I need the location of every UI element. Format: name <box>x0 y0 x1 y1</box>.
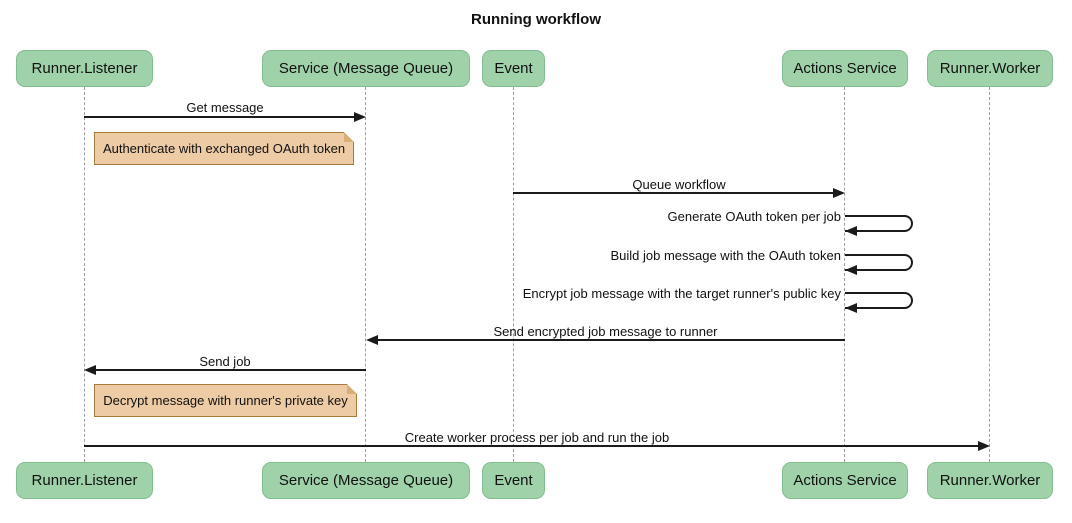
message-label-send-job: Send job <box>199 354 251 369</box>
note-authenticate: Authenticate with exchanged OAuth token <box>94 132 354 165</box>
message-label-queue-workflow: Queue workflow <box>632 177 726 192</box>
arrowhead-left-icon <box>845 226 857 236</box>
arrowhead-left-icon <box>845 303 857 313</box>
lifeline-actions-service <box>844 87 845 462</box>
lifeline-runner-worker <box>989 87 990 462</box>
message-label-encrypt-job-message: Encrypt job message with the target runn… <box>522 286 841 301</box>
message-line-send-encrypted-job <box>378 339 845 341</box>
arrowhead-right-icon <box>354 112 366 122</box>
actor-bottom-runner-listener: Runner.Listener <box>16 462 153 499</box>
lifeline-event <box>513 87 514 462</box>
message-line-create-worker <box>84 445 980 447</box>
note-fold-icon <box>344 132 354 142</box>
lifeline-service-message-queue <box>365 87 366 462</box>
message-label-send-encrypted-job: Send encrypted job message to runner <box>493 324 718 339</box>
arrowhead-left-icon <box>366 335 378 345</box>
lifeline-runner-listener <box>84 87 85 462</box>
self-message-loop <box>845 254 913 271</box>
message-line-send-job <box>96 369 366 371</box>
note-authenticate-label: Authenticate with exchanged OAuth token <box>102 141 346 156</box>
note-fold-icon <box>347 384 357 394</box>
message-line-get-message <box>84 116 356 118</box>
actor-top-event: Event <box>482 50 545 87</box>
actor-bottom-actions-service: Actions Service <box>782 462 908 499</box>
message-label-generate-oauth-token: Generate OAuth token per job <box>667 209 841 224</box>
arrowhead-left-icon <box>845 265 857 275</box>
self-message-loop <box>845 292 913 309</box>
arrowhead-right-icon <box>833 188 845 198</box>
actor-top-runner-listener: Runner.Listener <box>16 50 153 87</box>
message-label-build-job-message: Build job message with the OAuth token <box>610 248 841 263</box>
arrowhead-left-icon <box>84 365 96 375</box>
actor-bottom-runner-worker: Runner.Worker <box>927 462 1053 499</box>
self-message-loop <box>845 215 913 232</box>
diagram-title: Running workflow <box>471 11 601 28</box>
note-decrypt: Decrypt message with runner's private ke… <box>94 384 357 417</box>
message-line-queue-workflow <box>513 192 835 194</box>
actor-top-actions-service: Actions Service <box>782 50 908 87</box>
actor-bottom-service-message-queue: Service (Message Queue) <box>262 462 470 499</box>
message-label-create-worker: Create worker process per job and run th… <box>404 430 670 445</box>
actor-top-service-message-queue: Service (Message Queue) <box>262 50 470 87</box>
note-decrypt-label: Decrypt message with runner's private ke… <box>103 393 348 408</box>
actor-top-runner-worker: Runner.Worker <box>927 50 1053 87</box>
message-label-get-message: Get message <box>186 100 264 115</box>
actor-bottom-event: Event <box>482 462 545 499</box>
arrowhead-right-icon <box>978 441 990 451</box>
